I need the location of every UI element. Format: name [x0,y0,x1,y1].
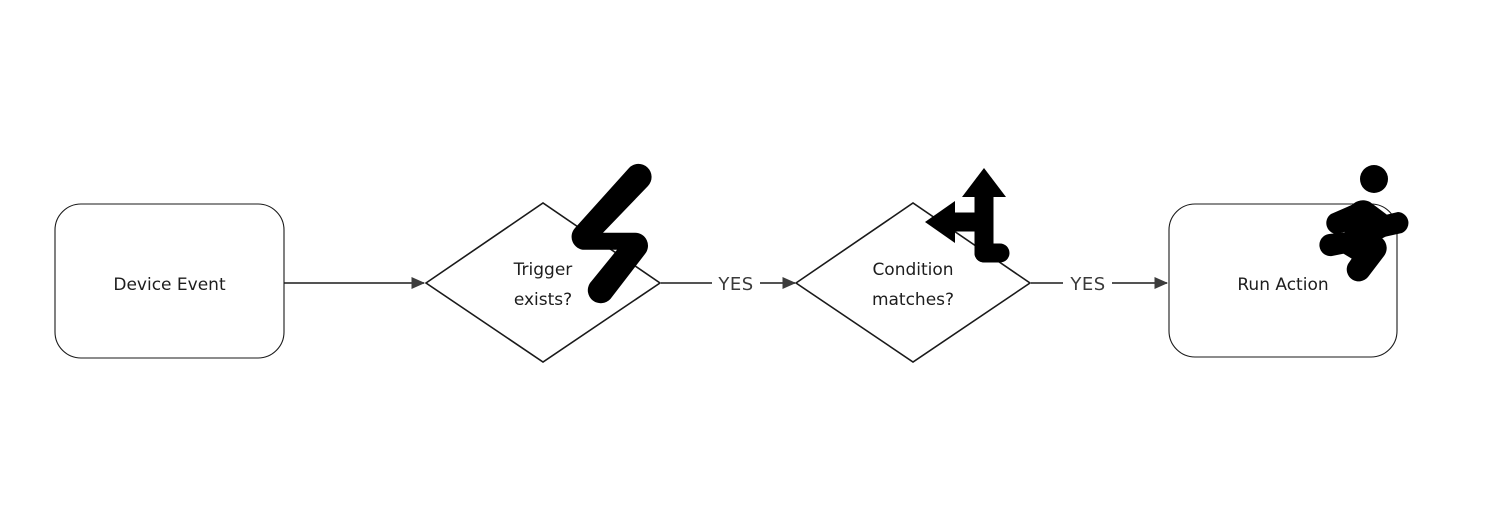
condition-matches-label-line-1: Condition [872,260,953,280]
edge-trigger-to-condition: YES [661,274,797,295]
node-condition-matches[interactable]: Condition matches? [794,202,1032,363]
branch-arrow-icon [925,168,1010,263]
edge-label-yes-2: YES [1069,274,1105,295]
trigger-exists-shape[interactable] [424,202,662,363]
device-event-shape[interactable] [54,203,285,359]
edge-condition-to-run-action: YES [1031,274,1169,295]
node-device-event[interactable]: Device Event [54,203,285,359]
run-action-label: Run Action [1237,275,1328,295]
condition-matches-shape[interactable] [794,202,1032,363]
trigger-exists-label-line-2: exists? [514,290,572,310]
device-event-label: Device Event [113,275,226,295]
running-person-icon [1319,165,1409,282]
node-trigger-exists[interactable]: Trigger exists? [424,202,662,363]
edge-label-yes-1: YES [717,274,753,295]
lightning-bolt-icon [571,163,652,304]
condition-matches-label-line-2: matches? [872,290,954,310]
trigger-exists-label-line-1: Trigger [513,260,573,280]
